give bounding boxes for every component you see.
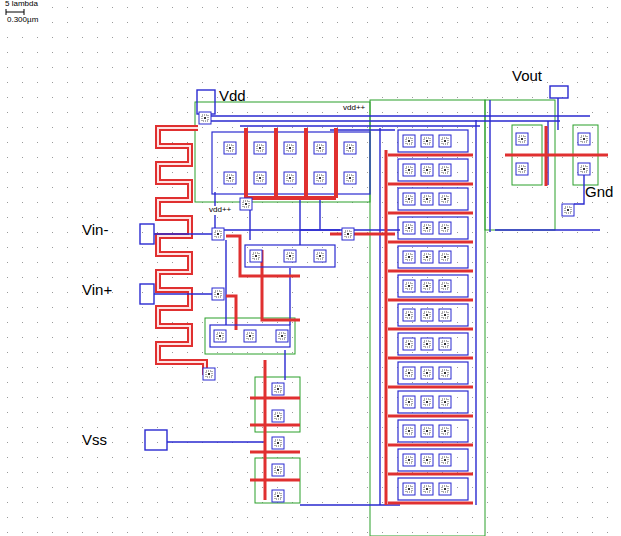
pin-name: Vin+ [82,282,112,299]
node-label: vdd++ [342,104,366,113]
pin-name: Vout [512,68,542,85]
pin-name: Vss [82,432,107,449]
scale-label: 0.300µm [6,16,39,25]
pin-name: Gnd [585,184,613,201]
pin-name: Vdd [219,88,246,105]
scale-label: 5 lambda [4,0,39,9]
pin-name: Vin- [82,222,108,239]
node-label: vdd++ [208,206,232,215]
